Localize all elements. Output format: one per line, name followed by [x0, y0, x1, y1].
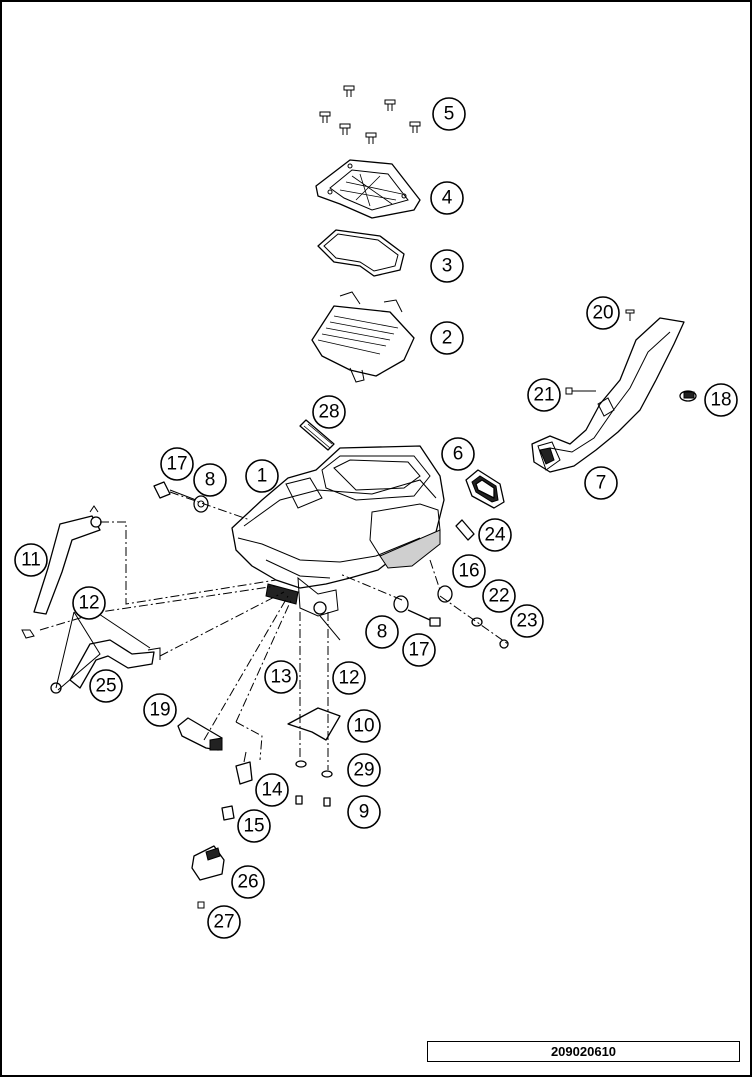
callout-7-label: 7 — [596, 473, 607, 494]
callout-18-label: 18 — [710, 390, 731, 411]
callout-12b: 12 — [332, 661, 366, 695]
callout-27: 27 — [207, 905, 241, 939]
callout-11: 11 — [14, 543, 48, 577]
callout-10: 10 — [347, 709, 381, 743]
callout-28-label: 28 — [318, 402, 339, 423]
callout-28: 28 — [312, 395, 346, 429]
part-8-17-left — [153, 481, 209, 513]
part-5-screws — [319, 85, 421, 144]
callout-5-label: 5 — [444, 104, 455, 125]
callout-17a-label: 17 — [166, 454, 187, 475]
callout-24-label: 24 — [484, 525, 506, 546]
callout-3-label: 3 — [442, 256, 453, 277]
callout-6-label: 6 — [453, 444, 464, 465]
callout-20: 20 — [586, 296, 620, 330]
callout-4-label: 4 — [442, 188, 453, 209]
callout-17b: 17 — [402, 633, 436, 667]
part-10-9-29-parts — [287, 707, 341, 807]
callout-7: 7 — [584, 466, 618, 500]
part-26-27-parts — [191, 845, 225, 909]
part-4-filter-cover — [315, 159, 421, 219]
callout-18: 18 — [704, 383, 738, 417]
callout-11-label: 11 — [21, 550, 41, 571]
callout-22: 22 — [482, 579, 516, 613]
callout-2: 2 — [430, 321, 464, 355]
part-14-15-parts — [221, 751, 253, 821]
callout-16-label: 16 — [458, 561, 479, 582]
callout-17b-label: 17 — [408, 640, 429, 661]
leader-lines — [39, 491, 509, 770]
callout-26-label: 26 — [237, 872, 258, 893]
part-3-gasket — [317, 229, 405, 277]
callout-12b-label: 12 — [338, 668, 359, 689]
callout-10-label: 10 — [353, 716, 374, 737]
callout-8b-label: 8 — [377, 622, 388, 643]
small-fasteners-right — [565, 309, 697, 402]
callout-14: 14 — [255, 773, 289, 807]
part-24-connector — [455, 519, 475, 541]
part-11-hose — [33, 505, 102, 615]
callout-12a: 12 — [72, 586, 106, 620]
callout-15: 15 — [237, 809, 271, 843]
callout-13: 13 — [264, 660, 298, 694]
callout-3: 3 — [430, 249, 464, 283]
callout-17a: 17 — [160, 447, 194, 481]
callout-13-label: 13 — [270, 667, 291, 688]
callout-8a: 8 — [193, 463, 227, 497]
callout-5: 5 — [432, 97, 466, 131]
callout-27-label: 27 — [213, 912, 234, 933]
callout-1-label: 1 — [257, 466, 268, 487]
callout-25: 25 — [89, 669, 123, 703]
part-1-airbox-housing — [231, 445, 445, 617]
callout-29: 29 — [347, 753, 381, 787]
callout-20-label: 20 — [592, 303, 613, 324]
part-19-sensor — [177, 717, 223, 751]
callout-19-label: 19 — [149, 700, 170, 721]
callout-8a-label: 8 — [205, 470, 216, 491]
callout-22-label: 22 — [488, 586, 509, 607]
callout-23: 23 — [510, 604, 544, 638]
callout-21-label: 21 — [533, 385, 554, 406]
callout-29-label: 29 — [353, 760, 374, 781]
part-28-strip — [299, 419, 335, 451]
callout-16: 16 — [452, 554, 486, 588]
callout-6: 6 — [441, 437, 475, 471]
callout-23-label: 23 — [516, 611, 537, 632]
part-6-rubber-grommet — [465, 469, 505, 509]
callout-9-label: 9 — [359, 802, 370, 823]
part-2-air-filter — [311, 291, 415, 383]
callout-19: 19 — [143, 693, 177, 727]
part-7-intake-duct — [531, 317, 685, 473]
callout-12a-label: 12 — [78, 593, 99, 614]
callout-24: 24 — [478, 518, 512, 552]
callout-26: 26 — [231, 865, 265, 899]
part-8-16-17-22-23-right — [393, 585, 509, 649]
callout-4: 4 — [430, 181, 464, 215]
callout-2-label: 2 — [442, 328, 453, 349]
callout-labels: 5 4 3 2 20 21 18 28 6 7 17 8 1 24 16 22 … — [14, 97, 738, 939]
callout-9: 9 — [347, 795, 381, 829]
callout-21: 21 — [527, 378, 561, 412]
callout-25-label: 25 — [95, 676, 116, 697]
callout-15-label: 15 — [243, 816, 264, 837]
callout-14-label: 14 — [261, 780, 283, 801]
drawing-number-box: 209020610 — [427, 1041, 740, 1062]
callout-8b: 8 — [365, 615, 399, 649]
callout-1: 1 — [245, 459, 279, 493]
